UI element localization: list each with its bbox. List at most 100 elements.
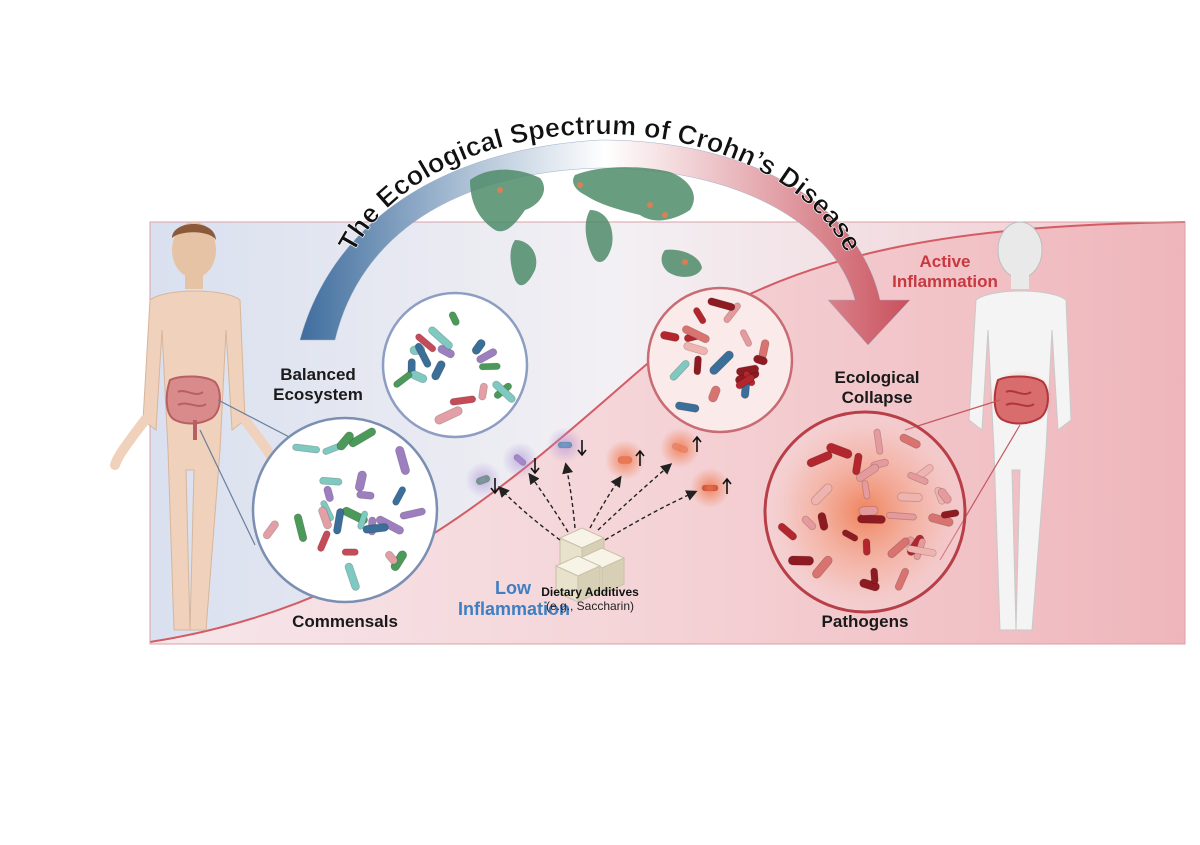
healthy-human-figure <box>110 222 280 631</box>
bacterium-icon <box>858 505 879 516</box>
bacterium-icon <box>354 470 367 492</box>
bacterium-icon <box>428 326 453 350</box>
bacterium-icon <box>471 339 486 355</box>
bacterium-icon <box>385 550 398 565</box>
bacterium-icon <box>399 507 426 520</box>
active-inflammation-label: Active Inflammation <box>875 252 1015 291</box>
bacterium-icon <box>940 509 960 519</box>
bacterium-icon <box>723 302 741 324</box>
bacterium-icon <box>826 442 853 459</box>
bacterium-icon <box>887 537 910 559</box>
bacterium-icon <box>476 348 498 364</box>
bacterium-icon <box>806 451 833 468</box>
bacterium-icon <box>886 511 917 521</box>
ecological-label-line2: Collapse <box>841 387 913 407</box>
active-inflammation-line2: Inflammation <box>892 271 998 291</box>
bacterium-icon <box>293 513 308 543</box>
bacterium-icon <box>675 401 700 413</box>
balanced-label-line2: Ecosystem <box>273 384 363 404</box>
bacterium-icon <box>708 385 721 403</box>
bacterium-icon <box>319 476 343 486</box>
bacterium-icon <box>812 555 833 579</box>
bacterium-icon <box>894 567 910 591</box>
bacterium-icon <box>841 529 859 542</box>
low-inflammation-line1: Low <box>495 578 531 598</box>
bacterium-icon <box>681 325 710 344</box>
bacterium-icon <box>683 342 708 356</box>
bacterium-icon <box>897 492 923 502</box>
bacterium-icon <box>336 431 354 451</box>
ecological-collapse-label: Ecological Collapse <box>822 368 932 407</box>
bacterium-icon <box>323 485 334 503</box>
bacterium-icon <box>415 333 437 353</box>
bacterium-icon <box>431 360 446 381</box>
bacterium-icon <box>395 445 410 476</box>
bacterium-icon <box>356 490 375 500</box>
bacterium-icon <box>777 522 798 541</box>
bacterium-icon <box>318 506 332 530</box>
bacterium-icon <box>852 452 863 476</box>
bacterium-icon <box>292 443 321 454</box>
bacterium-icon <box>348 427 377 448</box>
bacterium-icon <box>870 567 879 585</box>
bacterium-icon <box>937 487 952 504</box>
bacterium-icon <box>861 480 871 500</box>
dietary-additives-label: Dietary Additives (e.g., Saccharin) <box>520 585 660 614</box>
bacterium-icon <box>393 371 413 388</box>
bacterium-icon <box>707 297 736 312</box>
bacterium-icon <box>906 545 937 557</box>
balanced-ecosystem-label: Balanced Ecosystem <box>268 365 368 404</box>
bacterium-icon <box>810 483 833 506</box>
active-inflammation-line1: Active <box>919 252 971 271</box>
ecological-label-line1: Ecological <box>834 368 920 387</box>
bacterium-icon <box>357 510 369 530</box>
bacterium-icon <box>478 382 488 401</box>
bacterium-icon <box>492 380 516 403</box>
bacterium-icon <box>693 355 702 376</box>
bacterium-icon <box>899 433 921 449</box>
commensals-label: Commensals <box>292 612 398 631</box>
balanced-label-line1: Balanced <box>280 365 356 384</box>
bacterium-icon <box>873 428 884 455</box>
bacterium-icon <box>709 350 734 375</box>
direction-arrows <box>490 435 732 495</box>
bacterium-icon <box>660 330 680 342</box>
world-map-icon <box>470 167 702 286</box>
bacterium-icon <box>448 311 460 326</box>
sugar-cubes-icon <box>554 527 626 603</box>
bacterium-icon <box>478 362 501 371</box>
bacterium-icon <box>392 486 407 506</box>
bacterium-icon <box>693 307 707 325</box>
bacterium-icon <box>262 520 279 540</box>
bacterium-icon <box>449 395 477 406</box>
bacterium-icon <box>817 512 829 531</box>
low-inflammation-line2: Inflammation <box>458 598 571 619</box>
bacterium-icon <box>344 562 360 591</box>
bacterium-icon <box>434 406 463 425</box>
dietary-label-line2: (e.g., Saccharin) <box>545 598 635 613</box>
bacterium-icon <box>414 342 432 368</box>
bacterium-icon <box>862 538 871 556</box>
bacterium-icon <box>669 359 690 381</box>
dietary-label-line1: Dietary Additives <box>541 585 639 599</box>
balanced-microbiome-circle <box>381 291 529 439</box>
bacterium-icon <box>801 515 817 531</box>
bacterium-icon <box>787 555 815 566</box>
pathogens-label: Pathogens <box>821 612 909 631</box>
bacterium-icon <box>341 548 359 556</box>
bacterium-icon <box>735 374 755 390</box>
bacterium-icon <box>859 578 880 592</box>
bacterium-icon <box>739 329 753 347</box>
bacterium-icon <box>857 514 886 524</box>
bacterium-icon <box>362 523 389 534</box>
bacterium-icon <box>907 471 929 485</box>
bacterium-icon <box>753 354 768 366</box>
effect-arrows <box>498 462 698 541</box>
bacterium-icon <box>855 463 880 482</box>
bacteria-cluster-icons <box>262 297 960 592</box>
inflamed-human-figure <box>968 221 1072 631</box>
low-inflammation-label: Low Inflammation <box>458 578 571 619</box>
bacterium-icon <box>317 530 331 552</box>
